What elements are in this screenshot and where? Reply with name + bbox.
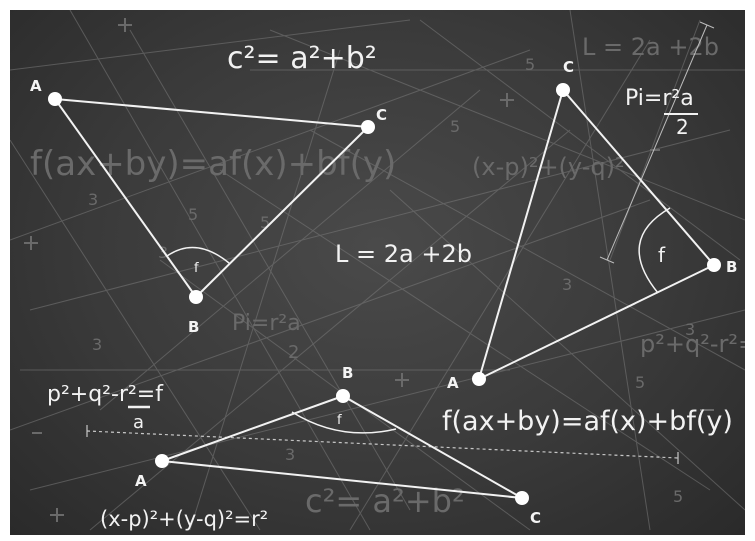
vertex-dot — [189, 290, 203, 304]
vertex-dot — [48, 92, 62, 106]
faint-digit: 3 — [562, 275, 572, 294]
vertex-label-c: C — [376, 106, 387, 124]
faint-digit: 5 — [525, 55, 535, 74]
vertex-label-b: B — [342, 364, 353, 382]
formula-pythagoras: c²= a²+b² — [227, 41, 377, 76]
vertex-dot — [361, 120, 375, 134]
faint-digit: 5 — [635, 373, 645, 392]
faint-perimeter: L = 2a +2b — [582, 33, 719, 61]
vertex-label-b: B — [726, 258, 737, 276]
faint-digit: 3 — [92, 335, 102, 354]
chalkboard: f(ax+by)=af(x)+bf(y) (x-p)²+(y-q)² L = 2… — [10, 10, 745, 535]
formula-circle: (x-p)²+(y-q)²=r² — [100, 507, 268, 531]
vertex-dot — [336, 389, 350, 403]
vertex-dot — [707, 258, 721, 272]
dashed-measure-line — [86, 425, 679, 464]
formula-pi-denominator: 2 — [676, 115, 689, 139]
formula-perimeter: L = 2a +2b — [335, 240, 472, 268]
faint-pythagoras: c²= a²+b² — [305, 482, 465, 520]
faint-digit: 3 — [88, 190, 98, 209]
formula-linearity: f(ax+by)=af(x)+bf(y) — [442, 406, 733, 437]
vertex-label-c: C — [530, 509, 541, 527]
faint-digit: 3 — [685, 320, 695, 339]
chalk-formulas: c²= a²+b² L = 2a +2b Pi=r²a 2 f(ax+by)=a… — [47, 41, 733, 531]
vertex-label-a: A — [135, 472, 147, 490]
faint-formulas: f(ax+by)=af(x)+bf(y) (x-p)²+(y-q)² L = 2… — [30, 33, 745, 520]
vertex-dot — [556, 83, 570, 97]
vertex-dot — [155, 454, 169, 468]
faint-linearity: f(ax+by)=af(x)+bf(y) — [30, 144, 396, 184]
faint-digit: 5 — [188, 205, 198, 224]
guide-line — [599, 21, 715, 264]
faint-pqr: p²+q²-r²=f — [640, 330, 745, 358]
faint-circle: (x-p)²+(y-q)² — [472, 153, 625, 181]
formula-pqr-denominator: a — [133, 412, 144, 433]
faint-digit: 3 — [285, 445, 295, 464]
vertex-label-a: A — [447, 374, 459, 392]
formula-pqr: p²+q²-r²=f — [47, 382, 164, 407]
formula-pi: Pi=r²a — [625, 86, 694, 111]
vertex-dot — [472, 372, 486, 386]
vertex-label-a: A — [30, 77, 42, 95]
triangle-bottom: A B C f — [135, 364, 541, 527]
faint-digit: 5 — [673, 487, 683, 506]
triangle-right: C B A f — [447, 58, 737, 392]
faint-digit: 5 — [450, 117, 460, 136]
vertex-label-c: C — [563, 58, 574, 76]
faint-marks — [24, 18, 714, 522]
angle-label: f — [658, 243, 666, 267]
vertex-label-b: B — [188, 318, 199, 336]
triangle-top-left: A C B f — [30, 77, 387, 336]
faint-digit: 5 — [260, 213, 270, 232]
vertex-dot — [515, 491, 529, 505]
chalkboard-drawing: f(ax+by)=af(x)+bf(y) (x-p)²+(y-q)² L = 2… — [10, 10, 745, 531]
faint-pi-den: 2 — [288, 342, 299, 363]
faint-digits: 3 5 3 5 3 5 5 3 5 3 5 3 — [88, 55, 695, 506]
angle-label: f — [194, 261, 199, 276]
angle-label: f — [337, 413, 342, 428]
faint-pi: Pi=r²a — [232, 311, 301, 336]
